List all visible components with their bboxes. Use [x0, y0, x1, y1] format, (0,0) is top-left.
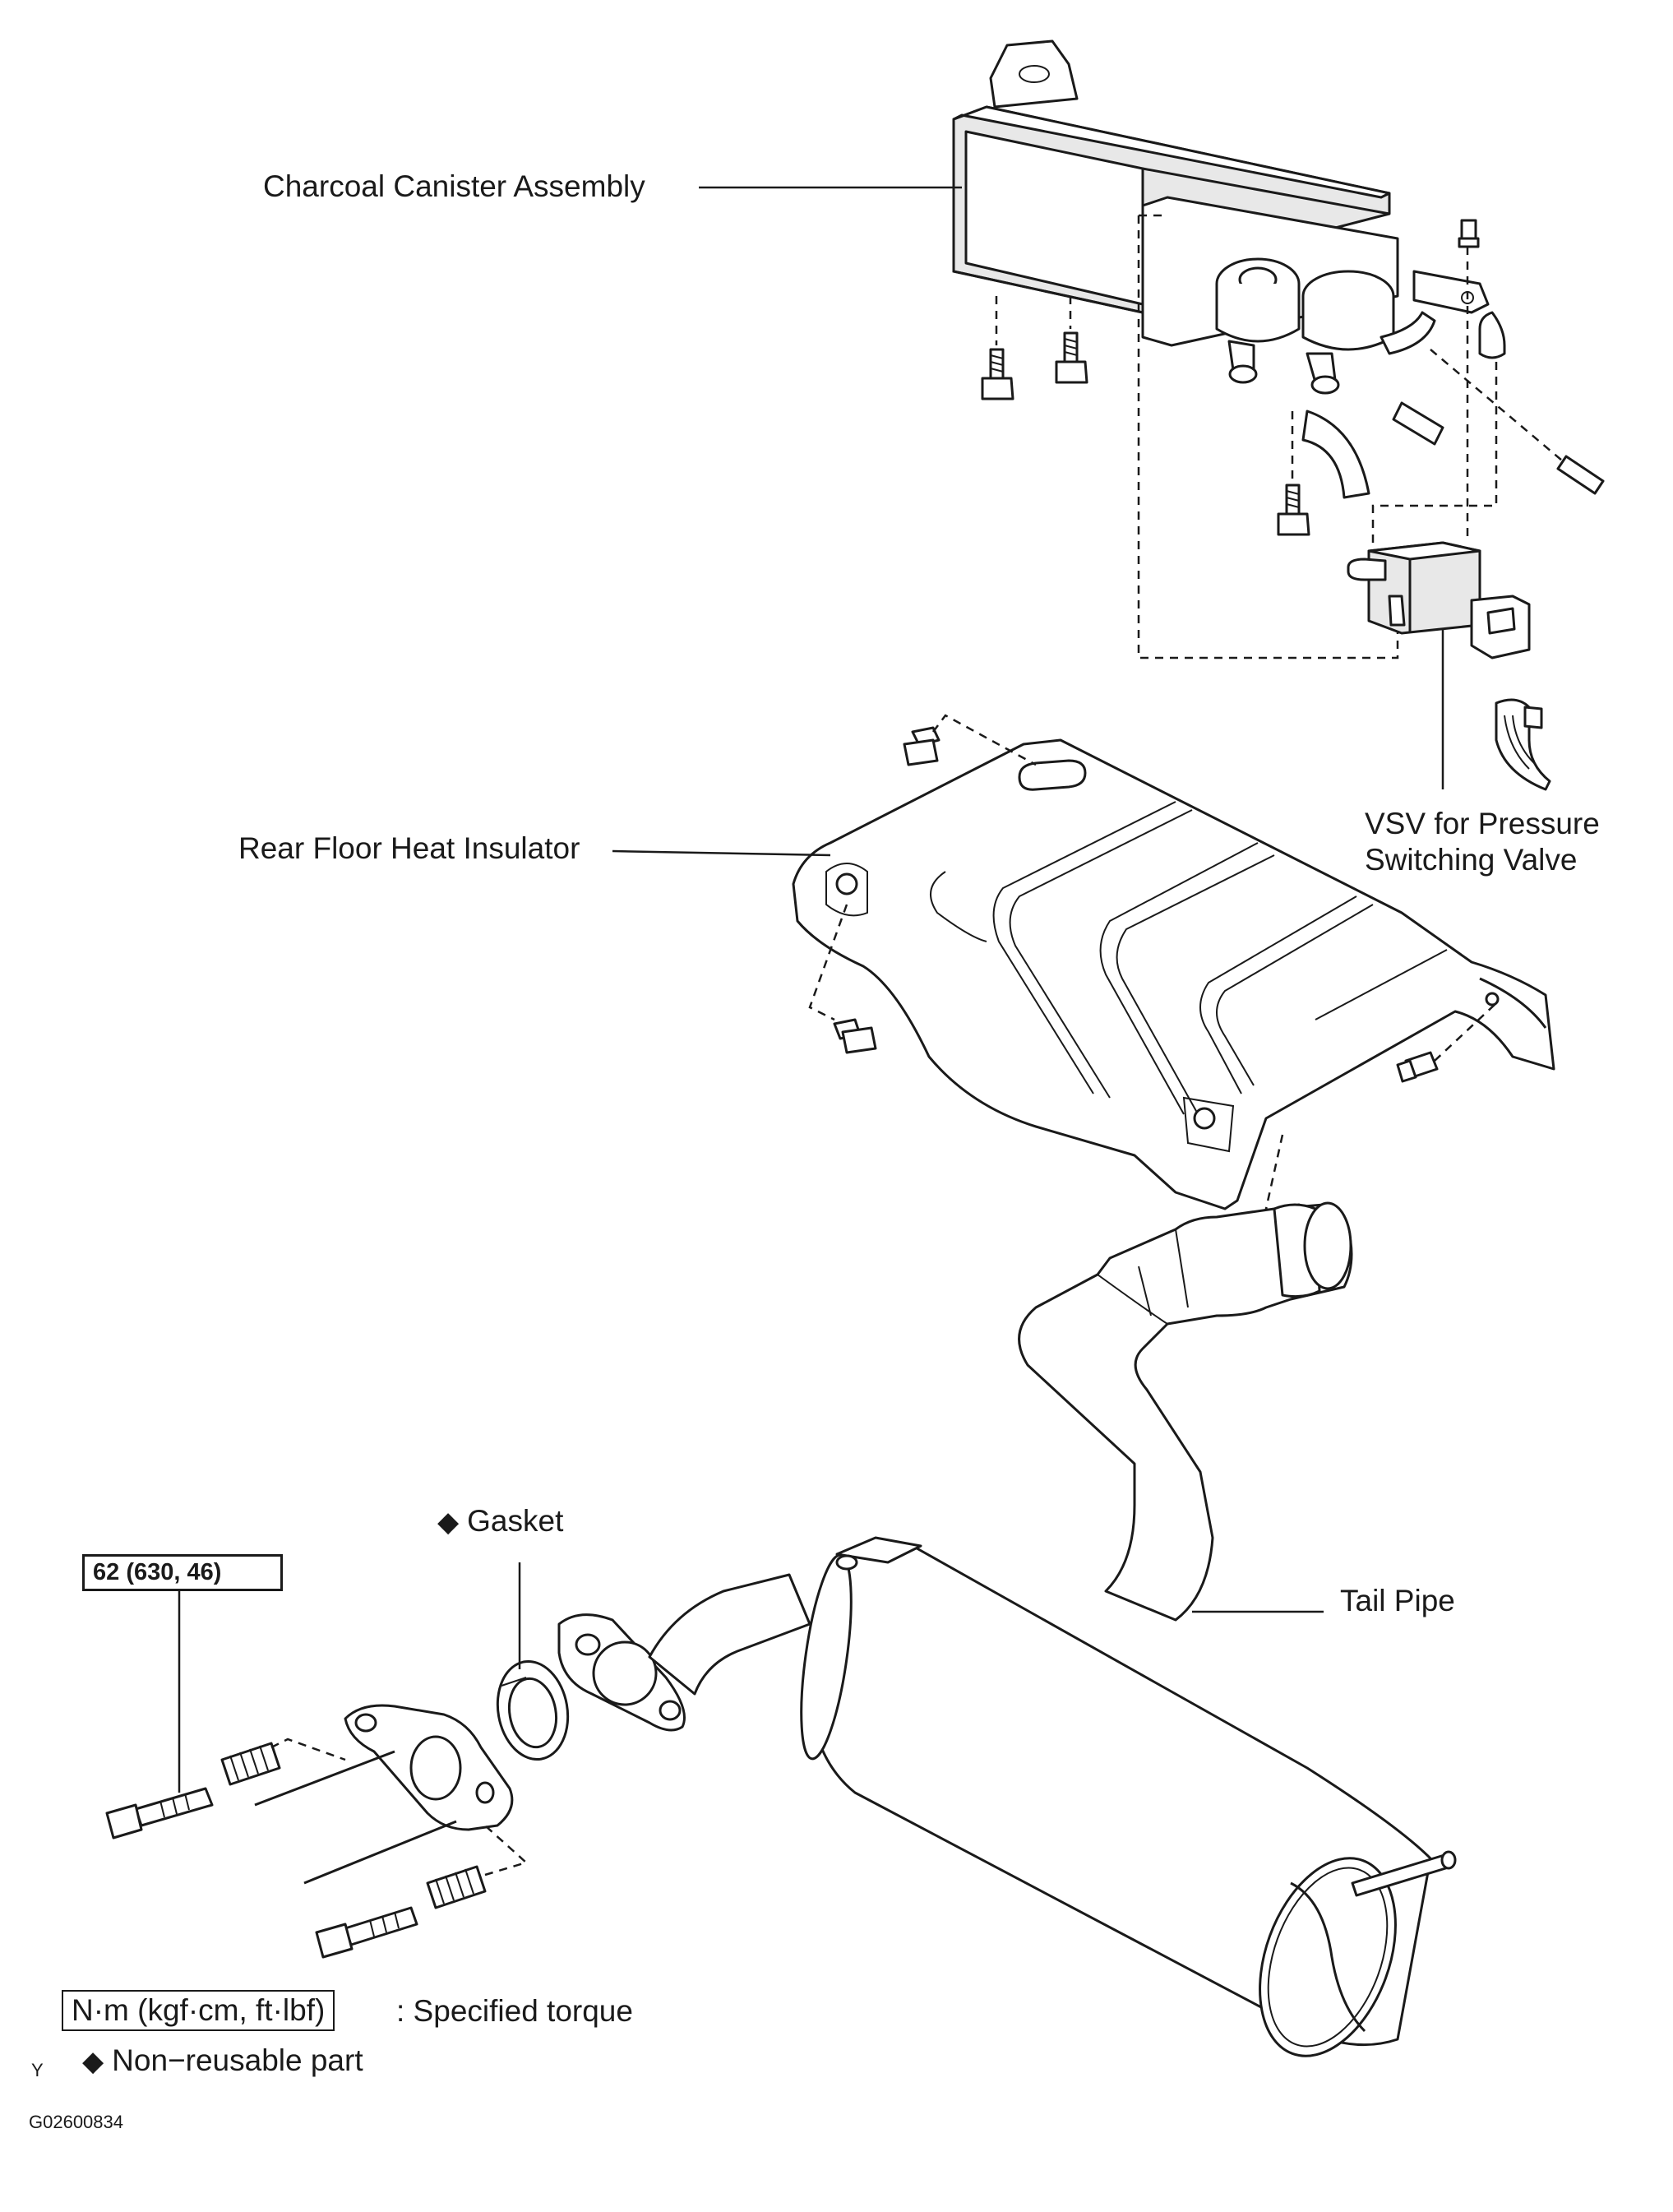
- bolt-icon: [981, 348, 1014, 400]
- label-charcoal-canister: Charcoal Canister Assembly: [263, 169, 645, 203]
- rear-floor-heat-insulator: [792, 738, 1555, 1210]
- electrical-connector: [1495, 698, 1551, 791]
- bolt-icon: [903, 726, 940, 766]
- label-tail-pipe: Tail Pipe: [1340, 1584, 1455, 1617]
- figure-code: G02600834: [29, 2112, 123, 2132]
- gasket-text: Gasket: [467, 1504, 564, 1538]
- tail-pipe: [557, 1201, 1353, 1732]
- label-vsv: VSV for Pressure Switching Valve: [1365, 807, 1600, 877]
- diamond-icon: ◆: [437, 1506, 460, 1538]
- legend-non-reusable: ◆ Non−reusable part: [82, 2043, 363, 2079]
- bolt-icon: [105, 1787, 214, 1839]
- non-reusable-text: Non−reusable part: [112, 2043, 363, 2077]
- bolt-icon: [1396, 1051, 1439, 1083]
- legend-torque-units: N·m (kgf·cm, ft·lbf): [62, 1990, 335, 2031]
- front-pipe-flange: [254, 1704, 514, 1885]
- bolt-icon: [315, 1906, 418, 1959]
- bolt-icon: [1277, 484, 1310, 536]
- spring-icon: [220, 1742, 281, 1786]
- torque-spec-box: 62 (630, 46): [82, 1554, 283, 1591]
- leader-heat-insulator: [612, 849, 831, 857]
- label-gasket: ◆Gasket: [437, 1503, 563, 1539]
- bolt-icon: [833, 1018, 877, 1054]
- corner-mark: Y: [31, 2060, 44, 2080]
- gasket: [496, 1659, 570, 1761]
- legend-torque-desc: : Specified torque: [396, 1994, 633, 2028]
- spring-icon: [426, 1865, 487, 1909]
- diamond-icon: ◆: [82, 2046, 104, 2077]
- vsv-pressure-switching-valve: [1347, 541, 1531, 659]
- bolt-icon: [1055, 331, 1088, 384]
- vacuum-hose: [1301, 401, 1605, 499]
- label-heat-insulator: Rear Floor Heat Insulator: [238, 831, 580, 865]
- charcoal-canister: [952, 39, 1506, 395]
- muffler: [800, 1536, 1457, 2057]
